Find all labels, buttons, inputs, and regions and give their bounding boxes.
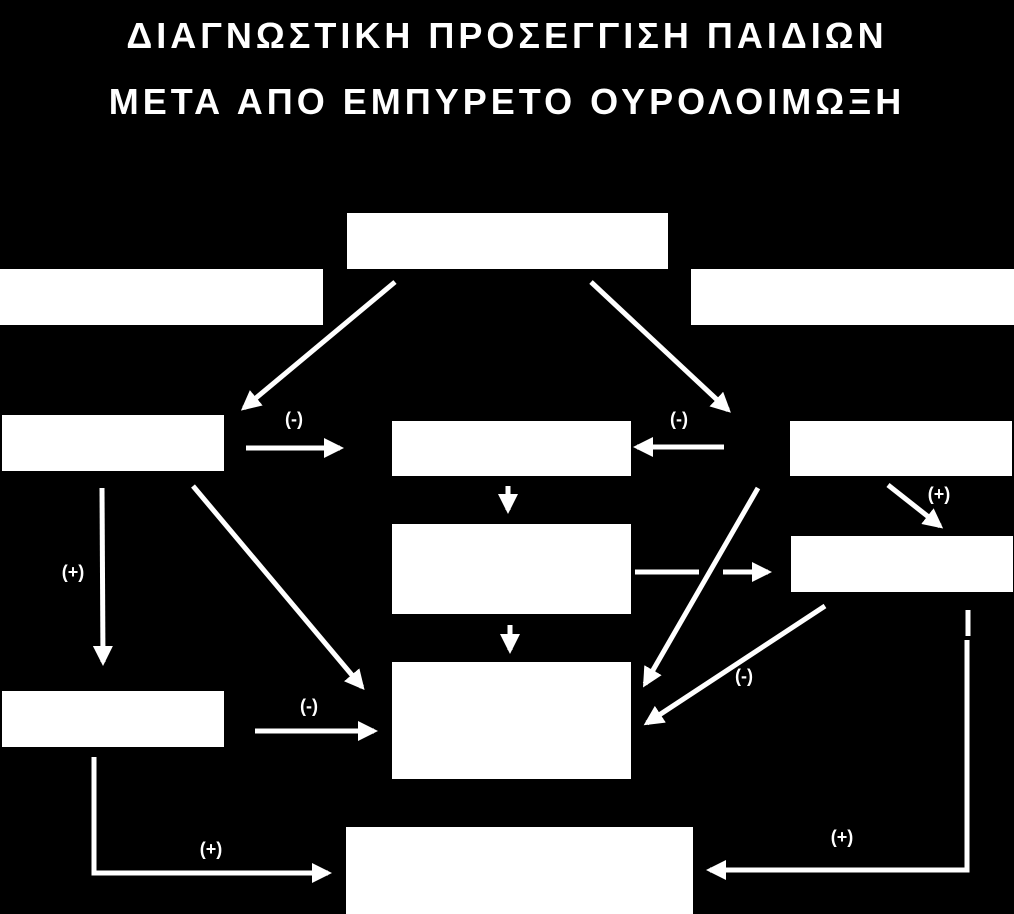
node-center-2 [392,524,631,614]
node-left-2 [2,691,224,747]
edge-label-right-to-center-top: (-) [670,409,688,429]
edge-label-right2-to-bottom: (+) [831,827,854,847]
node-right-1 [790,421,1012,476]
edge-label-left2-to-center3: (-) [300,696,318,716]
node-center-1 [392,421,631,476]
arrow-right-2-to-center-3 [643,603,827,726]
node-right-2 [791,536,1013,592]
node-upper-right [691,269,1014,325]
edge-label-right-down: (+) [928,484,951,504]
node-bottom [346,827,693,914]
arrow-right-1-to-right-2 [886,483,944,529]
node-top [347,213,668,269]
arrow-top-to-left-1 [240,280,397,411]
arrow-top-to-right-1 [589,280,731,413]
title-line-1: ΔΙΑΓΝΩΣΤΙΚΗ ΠΡΟΣΕΓΓΙΣΗ ΠΑΙΔΙΩΝ [126,15,888,56]
arrow-right-2-to-bottom [706,640,970,880]
edge-label-left-to-center-top: (-) [285,409,303,429]
arrow-right-1-to-center-3 [642,486,761,688]
title-line-2: ΜΕΤΑ ΑΠΟ ΕΜΠΥΡΕΤΟ ΟΥΡΟΛΟΙΜΩΞΗ [108,81,906,122]
arrow-left-1-to-center-3 [191,484,365,691]
edge-label-right2-to-center3: (-) [735,666,753,686]
arrow-left-2-to-bottom [91,757,332,883]
node-left-1 [2,415,224,471]
node-center-3 [392,662,631,779]
edge-label-left2-to-bottom: (+) [200,839,223,859]
arrow-left-1-to-left-2 [92,487,113,666]
node-upper-left [0,269,323,325]
edge-label-left-down: (+) [62,562,85,582]
